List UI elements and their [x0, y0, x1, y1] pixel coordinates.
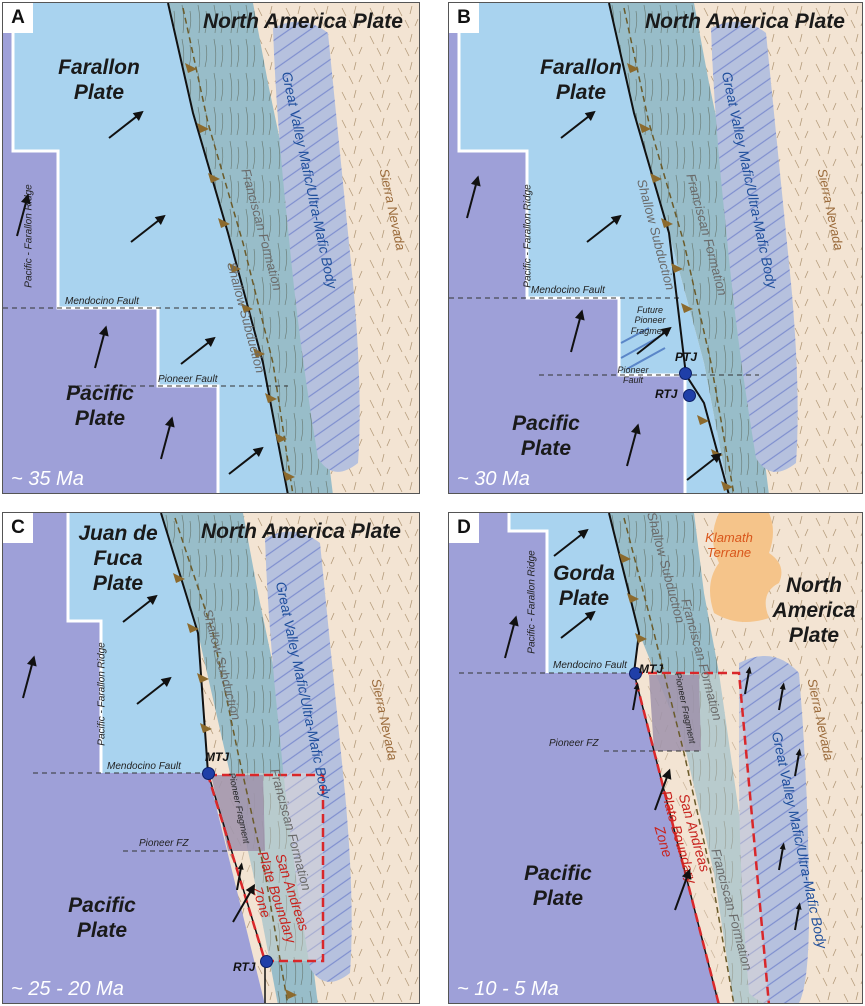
klamath-label: Klamath Terrane	[705, 530, 753, 560]
age-label: ~ 25 - 20 Ma	[11, 978, 124, 1000]
pacific-plate-area	[449, 673, 719, 1003]
spreading-ridge	[11, 3, 220, 493]
great-valley-hatch	[739, 656, 809, 1003]
rtj-junction-dot	[260, 955, 273, 968]
panel-c: C North America Plate Juan de Fuca Plate…	[2, 512, 420, 1004]
subduction-dashed	[623, 517, 735, 1003]
ptj-label: PTJ	[675, 350, 698, 364]
pacific-plate-label: Pacific Plate	[524, 862, 592, 911]
age-label: ~ 35 Ma	[11, 468, 84, 490]
great-valley-hatch	[265, 531, 352, 982]
panel-b: B North America Plate Farallon Plate Pac…	[448, 2, 863, 494]
subduction-dashed	[623, 7, 735, 493]
panel-b-map	[449, 3, 862, 493]
panel-letter: B	[449, 3, 479, 33]
age-label: ~ 30 Ma	[457, 468, 530, 490]
farallon-plate-label: Farallon Plate	[540, 56, 622, 105]
rtj-label: RTJ	[233, 960, 256, 974]
mendocino-fault-label: Mendocino Fault	[107, 761, 181, 772]
mendocino-fault-label: Mendocino Fault	[531, 285, 605, 296]
spreading-ridge	[507, 513, 549, 673]
franciscan-texture	[161, 513, 318, 1003]
mendocino-fault-label: Mendocino Fault	[553, 660, 627, 671]
gorda-plate-label: Gorda Plate	[553, 562, 615, 611]
pioneer-fault-label: Pioneer Fault	[617, 365, 649, 386]
pacific-plate-label: Pacific Plate	[66, 382, 134, 431]
ridge-label: Pacific - Farallon Ridge	[526, 550, 538, 654]
pioneer-fault-label: Pioneer Fault	[158, 374, 218, 385]
panel-letter: D	[449, 513, 479, 543]
panel-c-map	[3, 513, 419, 1003]
pioneer-fz-label: Pioneer FZ	[139, 838, 189, 849]
panel-a-map	[3, 3, 419, 493]
panel-letter: C	[3, 513, 33, 543]
rtj-label: RTJ	[655, 387, 678, 401]
pacific-plate-area	[449, 151, 527, 298]
subduction-teeth	[619, 553, 647, 643]
subduction-dashed	[182, 7, 294, 493]
pioneer-fz-label: Pioneer FZ	[549, 738, 599, 749]
pacific-plate-area	[3, 3, 13, 151]
pioneer-fragment-area	[649, 675, 701, 751]
north-america-label: North America Plate	[645, 10, 845, 33]
pacific-plate-area	[3, 621, 101, 773]
north-america-label: North America Plate	[772, 574, 856, 648]
panel-d-map	[449, 513, 862, 1003]
age-label: ~ 10 - 5 Ma	[457, 978, 559, 1000]
subduction-dashed	[174, 517, 289, 1003]
mtj-label: MTJ	[639, 662, 663, 676]
mtj-label: MTJ	[205, 750, 229, 764]
pioneer-fragment-area	[619, 303, 685, 375]
great-valley-hatch	[711, 21, 798, 472]
mtj-junction-dot	[629, 667, 642, 680]
mtj-junction-dot	[202, 767, 215, 780]
ridge-label: Pacific - Farallon Ridge	[96, 642, 108, 746]
panel-letter: A	[3, 3, 33, 33]
san-andreas-zone-fill	[634, 673, 769, 1003]
subduction-teeth	[173, 573, 297, 999]
ptj-junction-dot	[679, 367, 692, 380]
subduction-trench	[167, 3, 289, 493]
farallon-plate-label: Farallon Plate	[58, 56, 140, 105]
subduction-trench	[608, 3, 730, 493]
pacific-plate-area	[449, 298, 685, 493]
panel-d: D North America Plate Gorda Plate Pacifi…	[448, 512, 863, 1004]
pacific-plate-area	[3, 773, 265, 1003]
subduction-teeth	[185, 63, 295, 481]
franciscan-texture	[609, 513, 769, 1003]
ridge-label: Pacific - Farallon Ridge	[522, 184, 534, 288]
fragment-label: Future Pioneer Fragment	[630, 305, 670, 336]
north-america-label: North America Plate	[201, 520, 401, 543]
spreading-ridge	[66, 513, 103, 773]
great-valley-hatch	[273, 21, 360, 472]
klamath-terrane	[699, 513, 782, 622]
san-andreas-zone	[632, 671, 771, 1003]
rtj-junction-dot	[683, 389, 696, 402]
north-america-label: North America Plate	[203, 10, 403, 33]
franciscan-texture	[609, 3, 769, 493]
mendocino-fault-label: Mendocino Fault	[65, 296, 139, 307]
panel-a: A North America Plate Farallon Plate Pac…	[2, 2, 420, 494]
pacific-plate-label: Pacific Plate	[68, 894, 136, 943]
pacific-plate-area	[449, 531, 547, 673]
juan-de-fuca-plate-label: Juan de Fuca Plate	[78, 522, 158, 596]
pacific-plate-label: Pacific Plate	[512, 412, 580, 461]
pacific-plate-area	[449, 3, 459, 151]
